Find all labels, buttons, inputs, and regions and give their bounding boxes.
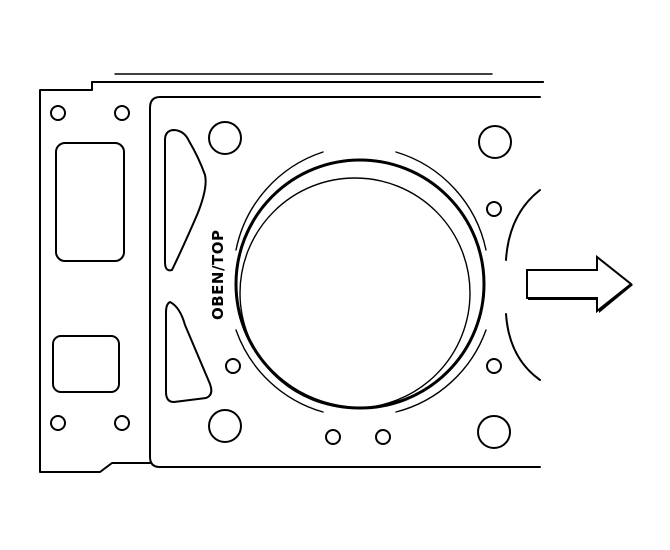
block-outline [39,81,544,473]
gasket-bolt-hole [208,409,242,443]
gasket-oil-hole [486,201,502,217]
gasket-label: OBEN/TOP [209,230,227,320]
block-bolt-hole [50,105,66,121]
block-lower-opening [52,335,120,393]
arrow-right-shadow [528,258,633,313]
bore-outer-ring [235,329,324,413]
gasket-oil-hole [486,358,502,374]
block-bolt-hole [50,415,66,431]
bore-inner-circle [239,177,471,409]
gasket-oil-hole [325,429,341,445]
gasket-outline [149,96,541,468]
gasket-oil-hole [225,358,241,374]
bore-fire-ring [234,158,486,410]
adjacent-bore-edge [505,189,541,261]
gasket-oil-hole [375,429,391,445]
arrow-right-icon [526,254,633,314]
gasket-bolt-hole [208,121,242,155]
adjacent-bore-edge [505,313,541,381]
bore-outer-ring [395,151,487,251]
block-bolt-hole [114,105,130,121]
block-bolt-hole [114,415,130,431]
bore-outer-ring [235,151,324,251]
bore-outer-ring [395,329,487,413]
block-upper-opening [55,142,125,262]
gasket-lower-slot [165,301,213,403]
gasket-bolt-hole [478,125,512,159]
gasket-bolt-hole [477,415,511,449]
gasket-upper-slot [164,129,207,272]
